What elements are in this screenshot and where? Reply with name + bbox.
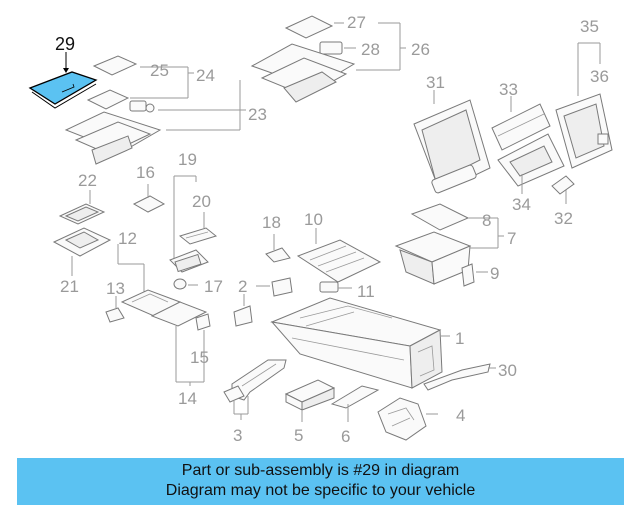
part-13-shape[interactable]	[105, 307, 125, 323]
part-9-shape[interactable]	[461, 263, 475, 287]
part-5-shape[interactable]	[284, 379, 336, 411]
callout-18[interactable]: 18	[262, 213, 281, 232]
callout-27[interactable]: 27	[347, 13, 366, 32]
part-32-shape[interactable]	[551, 175, 575, 195]
callout-35[interactable]: 35	[580, 17, 599, 36]
callout-9[interactable]: 9	[490, 264, 499, 283]
part-26-shape[interactable]	[250, 43, 356, 103]
callout-36[interactable]: 36	[590, 67, 609, 86]
part-11-shape[interactable]	[319, 281, 339, 293]
callout-10[interactable]: 10	[304, 210, 323, 229]
callout-31[interactable]: 31	[426, 73, 445, 92]
part-25-shape[interactable]	[86, 55, 138, 110]
callout-1[interactable]: 1	[455, 329, 464, 348]
part-10-shape[interactable]	[296, 239, 382, 283]
part-18-shape[interactable]	[265, 247, 291, 263]
callout-33[interactable]: 33	[499, 80, 518, 99]
callout-11[interactable]: 11	[357, 282, 375, 301]
part-31-shape[interactable]	[413, 99, 491, 194]
part-4-shape[interactable]	[377, 397, 427, 441]
part-2-shape[interactable]	[233, 277, 293, 327]
callout-26[interactable]: 26	[411, 40, 430, 59]
callout-15[interactable]: 15	[190, 348, 209, 367]
part-6-shape[interactable]	[330, 385, 380, 409]
part-21-shape[interactable]	[52, 227, 112, 257]
part-1-shape[interactable]	[270, 297, 443, 389]
part-36-shape[interactable]	[597, 133, 609, 145]
callout-3[interactable]: 3	[233, 426, 242, 445]
callout-28[interactable]: 28	[361, 40, 380, 59]
callout-5[interactable]: 5	[294, 426, 303, 445]
info-banner: Part or sub-assembly is #29 in diagram D…	[17, 458, 624, 505]
part-19-shape[interactable]	[169, 249, 209, 273]
part-27-shape[interactable]	[284, 15, 334, 39]
callout-32[interactable]: 32	[554, 209, 573, 228]
part-34-shape[interactable]	[497, 133, 565, 187]
part-22-shape[interactable]	[58, 203, 106, 225]
part-20-shape[interactable]	[178, 227, 218, 245]
part-23-shape[interactable]	[64, 100, 162, 165]
callout-14[interactable]: 14	[178, 389, 197, 408]
callout-2[interactable]: 2	[238, 277, 247, 296]
part-28-shape[interactable]	[319, 41, 343, 55]
part-8-shape[interactable]	[410, 203, 470, 231]
callout-30[interactable]: 30	[498, 361, 517, 380]
part-15-shape[interactable]	[150, 301, 211, 331]
callout-8[interactable]: 8	[482, 211, 491, 230]
part-17-shape[interactable]	[173, 278, 187, 290]
part-30-shape[interactable]	[423, 363, 491, 391]
parts-diagram: 2927282625242335363133161922201810871291…	[28, 13, 613, 446]
callout-29[interactable]: 29	[55, 34, 75, 54]
callout-13[interactable]: 13	[106, 279, 125, 298]
callout-17[interactable]: 17	[204, 277, 223, 296]
callout-7[interactable]: 7	[507, 229, 516, 248]
callout-20[interactable]: 20	[192, 192, 211, 211]
callout-4[interactable]: 4	[456, 406, 465, 425]
callout-19[interactable]: 19	[178, 150, 197, 169]
callout-16[interactable]: 16	[136, 163, 155, 182]
part-3-shape[interactable]	[223, 359, 287, 403]
part-16-shape[interactable]	[132, 195, 166, 213]
callout-23[interactable]: 23	[248, 105, 267, 124]
part-35-shape[interactable]	[555, 93, 613, 169]
banner-line-1: Part or sub-assembly is #29 in diagram	[181, 462, 460, 479]
banner-line-2: Diagram may not be specific to your vehi…	[165, 482, 476, 499]
callout-25[interactable]: 25	[150, 61, 169, 80]
part-33-shape[interactable]	[491, 103, 551, 151]
callout-6[interactable]: 6	[341, 427, 350, 446]
callout-12[interactable]: 12	[118, 229, 137, 248]
callout-24[interactable]: 24	[196, 66, 215, 85]
part-29-shape[interactable]	[28, 71, 98, 109]
callout-21[interactable]: 21	[60, 277, 79, 296]
callout-22[interactable]: 22	[78, 171, 97, 190]
callout-34[interactable]: 34	[512, 195, 531, 214]
part-7-shape[interactable]	[394, 231, 472, 285]
